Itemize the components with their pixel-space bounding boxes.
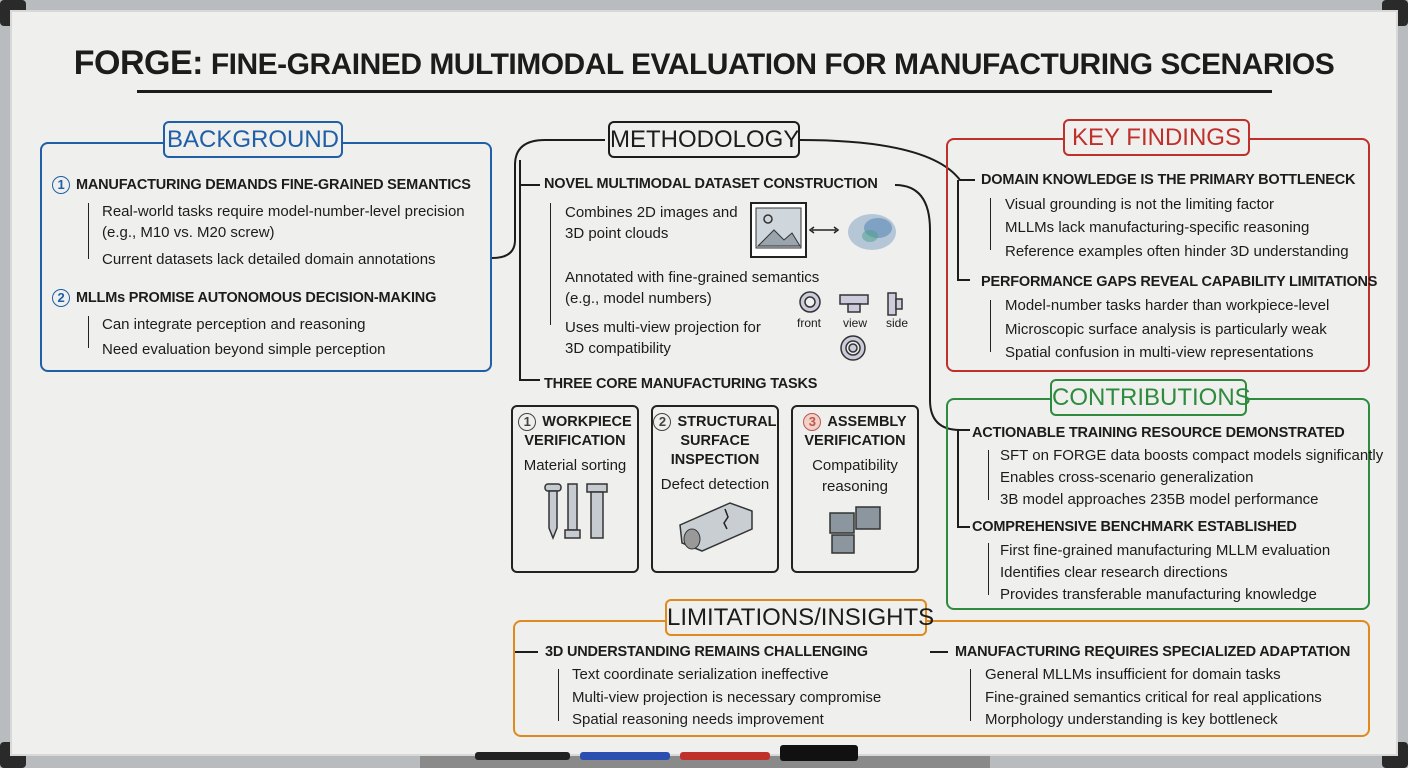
limitations-header: LIMITATIONS/INSIGHTS (665, 599, 934, 636)
finding-title: DOMAIN KNOWLEDGE IS THE PRIMARY BOTTLENE… (981, 172, 1356, 188)
multi-view-projection-icon (799, 291, 903, 361)
sub-item: Morphology understanding is key bottlene… (985, 711, 1278, 728)
page-title: FORGE: FINE-GRAINED MULTIMODAL EVALUATIO… (0, 44, 1408, 83)
background-item-2: 2 MLLMs PROMISE AUTONOMOUS DECISION-MAKIN… (52, 289, 436, 307)
methodology-header: METHODOLOGY (608, 121, 800, 158)
task-name-text: ASSEMBLY VERIFICATION (804, 414, 907, 449)
task-name-text: STRUCTURAL SURFACE INSPECTION (670, 414, 777, 468)
sub-item: (e.g., M10 vs. M20 screw) (102, 224, 275, 241)
finding-title: PERFORMANCE GAPS REVEAL CAPABILITY LIMIT… (981, 274, 1378, 290)
limitations-panel (513, 620, 1370, 737)
number-badge: 1 (52, 176, 70, 194)
number-badge: 2 (52, 289, 70, 307)
cracked-cylinder-icon (679, 502, 753, 552)
sub-item: Uses multi-view projection for (565, 319, 761, 336)
tree-line (88, 316, 89, 348)
tree-line (88, 203, 89, 259)
item-title: MANUFACTURING DEMANDS FINE-GRAINED SEMAN… (76, 176, 471, 193)
blue-marker (580, 752, 670, 760)
sub-item: General MLLMs insufficient for domain ta… (985, 666, 1281, 683)
number-badge: 1 (518, 413, 537, 432)
sub-item: Multi-view projection is necessary compr… (572, 689, 882, 706)
sub-item: (e.g., model numbers) (565, 290, 712, 307)
sub-item: 3B model approaches 235B model performan… (1000, 491, 1319, 508)
tree-line (550, 203, 551, 325)
sub-item: Spatial confusion in multi-view represen… (1005, 344, 1314, 361)
contribution-title: ACTIONABLE TRAINING RESOURCE DEMONSTRATE… (972, 425, 1345, 441)
task-desc: Defect detection (660, 476, 770, 493)
sub-item: Can integrate perception and reasoning (102, 316, 366, 333)
tree-line (970, 669, 971, 721)
background-item-1: 1 MANUFACTURING DEMANDS FINE-GRAINED SEMA… (52, 176, 471, 194)
limitation-title: 3D UNDERSTANDING REMAINS CHALLENGING (545, 644, 868, 660)
contributions-header: CONTRIBUTIONS (1050, 379, 1251, 416)
sub-item: Annotated with fine-grained semantics (565, 269, 820, 286)
title-text: FINE-GRAINED MULTIMODAL EVALUATION FOR M… (202, 48, 1335, 81)
dataset-title: NOVEL MULTIMODAL DATASET CONSTRUCTION (544, 176, 878, 192)
sub-item: Microscopic surface analysis is particul… (1005, 321, 1327, 338)
black-marker (475, 752, 570, 760)
tree-line (988, 450, 989, 500)
background-header: BACKGROUND (163, 121, 343, 158)
sub-item: Reference examples often hinder 3D under… (1005, 243, 1349, 260)
screws-icon (544, 483, 608, 541)
eraser (780, 745, 858, 761)
tree-line (558, 669, 559, 721)
sub-item: Current datasets lack detailed domain an… (102, 251, 436, 268)
limitation-title: MANUFACTURING REQUIRES SPECIALIZED ADAPT… (955, 644, 1351, 660)
view-label-view: view (843, 316, 868, 330)
sub-item: SFT on FORGE data boosts compact models … (1000, 447, 1384, 464)
title-brand: FORGE: (73, 44, 204, 82)
number-badge: 3 (803, 413, 822, 432)
red-marker (680, 752, 770, 760)
item-title: MLLMs PROMISE AUTONOMOUS DECISION-MAKING (76, 289, 437, 306)
tree-line (990, 198, 991, 250)
sub-item: First fine-grained manufacturing MLLM ev… (1000, 542, 1331, 559)
sub-item: MLLMs lack manufacturing-specific reason… (1005, 219, 1310, 236)
sub-item: Real-world tasks require model-number-le… (102, 203, 465, 220)
tree-line (990, 300, 991, 352)
sub-item: Provides transferable manufacturing know… (1000, 586, 1317, 603)
number-badge: 2 (653, 413, 672, 432)
task-desc: Compatibility reasoning (812, 457, 898, 495)
key-findings-header: KEY FINDINGS (1063, 119, 1250, 156)
sub-item: Identifies clear research directions (1000, 564, 1228, 581)
sub-item: 3D compatibility (565, 340, 671, 357)
sub-item: Need evaluation beyond simple perception (102, 341, 386, 358)
contribution-title: COMPREHENSIVE BENCHMARK ESTABLISHED (972, 519, 1297, 535)
sub-item: 3D point clouds (565, 225, 669, 242)
tasks-title: THREE CORE MANUFACTURING TASKS (544, 376, 818, 392)
sub-item: Text coordinate serialization ineffectiv… (572, 666, 829, 683)
sub-item: Model-number tasks harder than workpiece… (1005, 297, 1330, 314)
task-name-text: WORKPIECE VERIFICATION (524, 414, 632, 449)
sub-item: Combines 2D images and (565, 204, 738, 221)
sub-item: Enables cross-scenario generalization (1000, 469, 1254, 486)
sub-item: Fine-grained semantics critical for real… (985, 689, 1322, 706)
task-desc: Material sorting (523, 457, 627, 474)
view-label-side: side (886, 316, 909, 330)
title-underline (137, 90, 1272, 93)
view-label-front: front (797, 316, 822, 330)
sub-item: Spatial reasoning needs improvement (572, 711, 824, 728)
tree-line (988, 543, 989, 595)
puzzle-icon (829, 506, 881, 554)
image-to-pointcloud-icon (750, 202, 896, 258)
sub-item: Visual grounding is not the limiting fac… (1005, 196, 1275, 213)
